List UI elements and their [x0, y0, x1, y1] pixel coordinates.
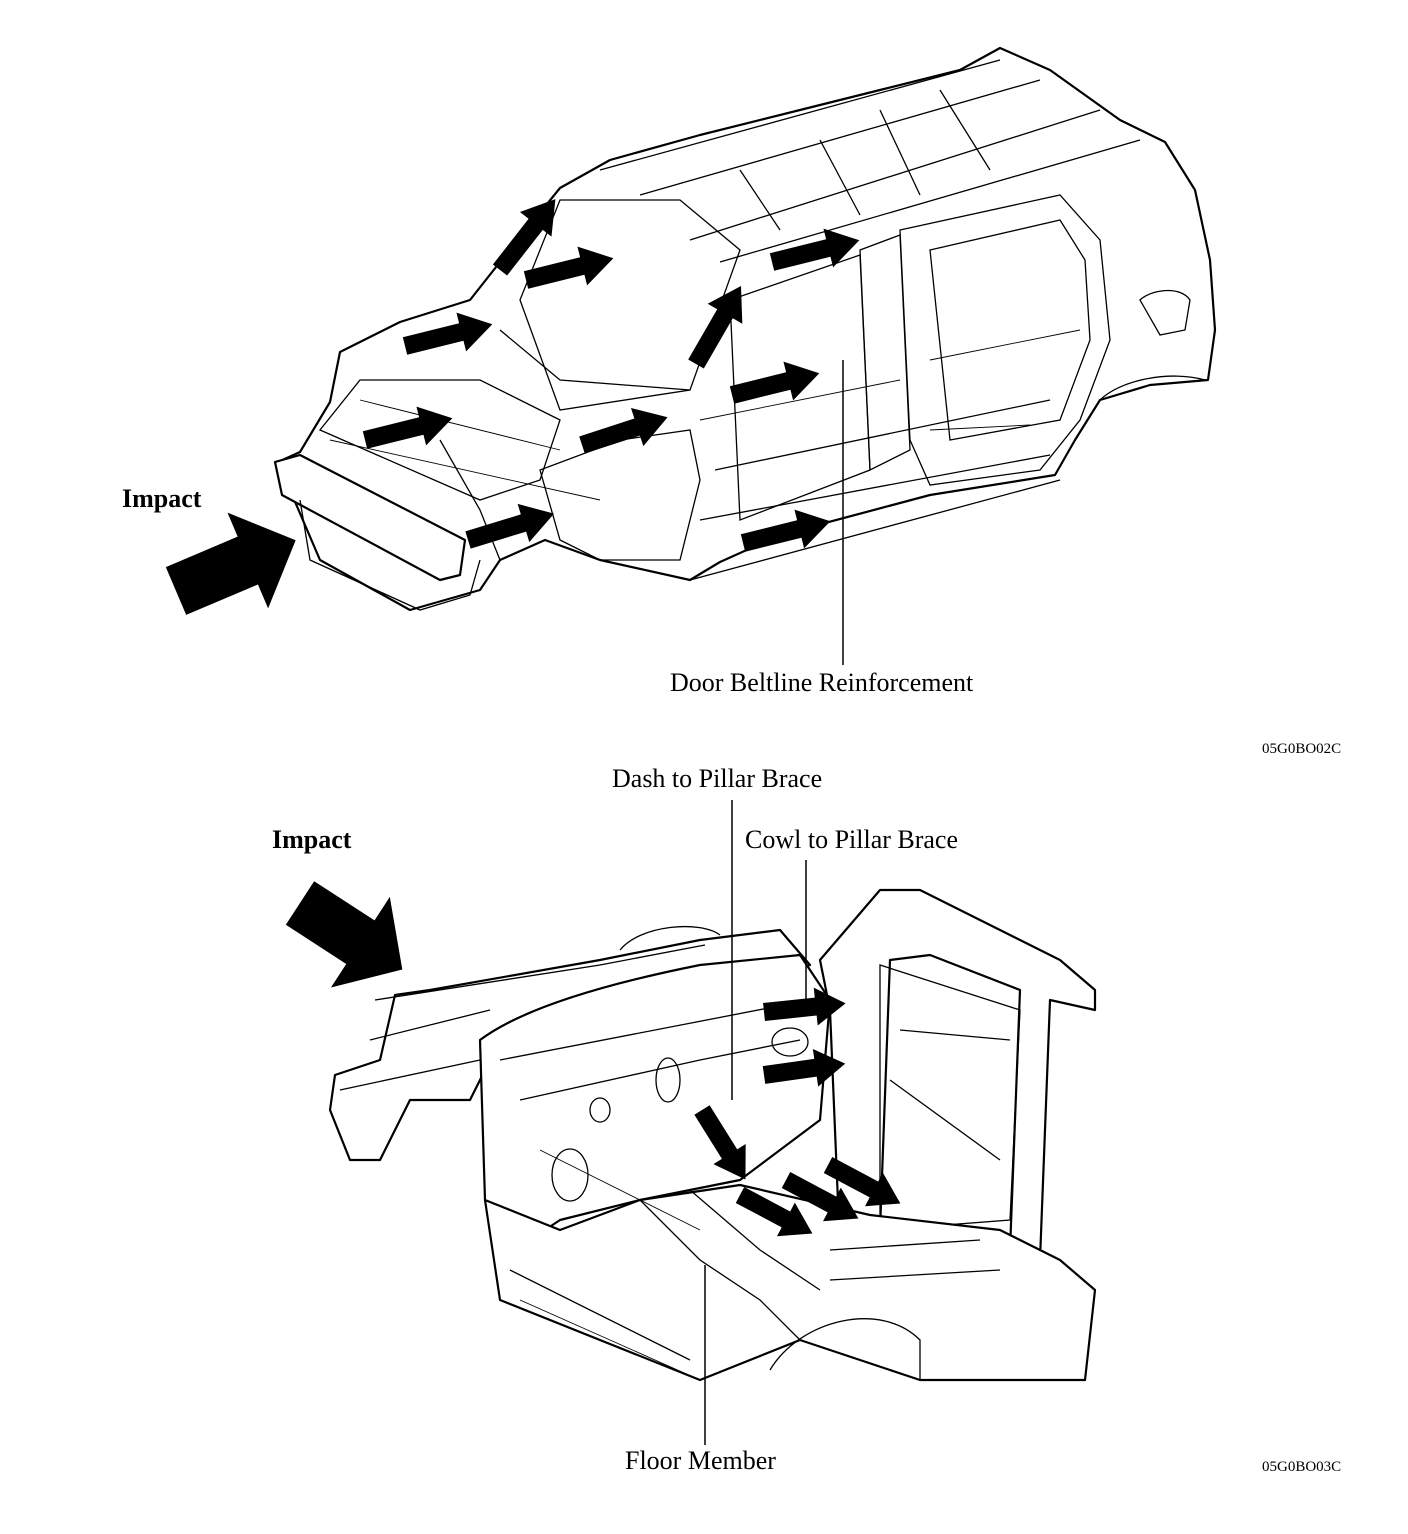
load-path-arrow-icon: [740, 509, 831, 552]
load-path-arrow-icon: [402, 312, 493, 355]
bottom-load-path-arrows: [694, 987, 901, 1237]
top-body-structure-figure: [165, 46, 1217, 665]
load-path-arrow-icon: [762, 1048, 846, 1087]
top-vehicle-body: [273, 46, 1217, 612]
floor-member-label: Floor Member: [625, 1446, 776, 1475]
bottom-vehicle-body: [328, 888, 1097, 1382]
load-path-arrow-icon: [694, 1105, 746, 1180]
impact-arrow-icon: [165, 512, 296, 615]
top-load-path-arrows: [362, 199, 860, 552]
load-path-arrow-icon: [729, 361, 820, 404]
impact-arrow-icon: [285, 881, 403, 988]
load-path-arrow-icon: [735, 1187, 813, 1237]
load-path-arrow-icon: [579, 408, 668, 454]
load-path-arrow-icon: [769, 228, 860, 271]
load-path-arrow-icon: [523, 246, 614, 289]
load-path-arrow-icon: [465, 503, 555, 549]
load-path-arrow-icon: [362, 406, 453, 449]
load-path-arrow-icon: [781, 1172, 859, 1222]
dash-to-pillar-brace-label: Dash to Pillar Brace: [612, 764, 823, 793]
impact-label-bottom: Impact: [272, 825, 352, 854]
load-path-arrow-icon: [763, 987, 846, 1026]
load-path-arrow-icon: [823, 1157, 901, 1207]
load-path-arrow-icon: [688, 286, 743, 369]
figure-code-top: 05G0BO02C: [1262, 741, 1342, 757]
load-path-arrow-icon: [492, 199, 556, 276]
cowl-to-pillar-brace-label: Cowl to Pillar Brace: [745, 825, 959, 854]
door-beltline-reinforcement-label: Door Beltline Reinforcement: [670, 668, 974, 697]
impact-label-top: Impact: [122, 484, 202, 513]
figure-code-bottom: 05G0BO03C: [1262, 1459, 1342, 1475]
